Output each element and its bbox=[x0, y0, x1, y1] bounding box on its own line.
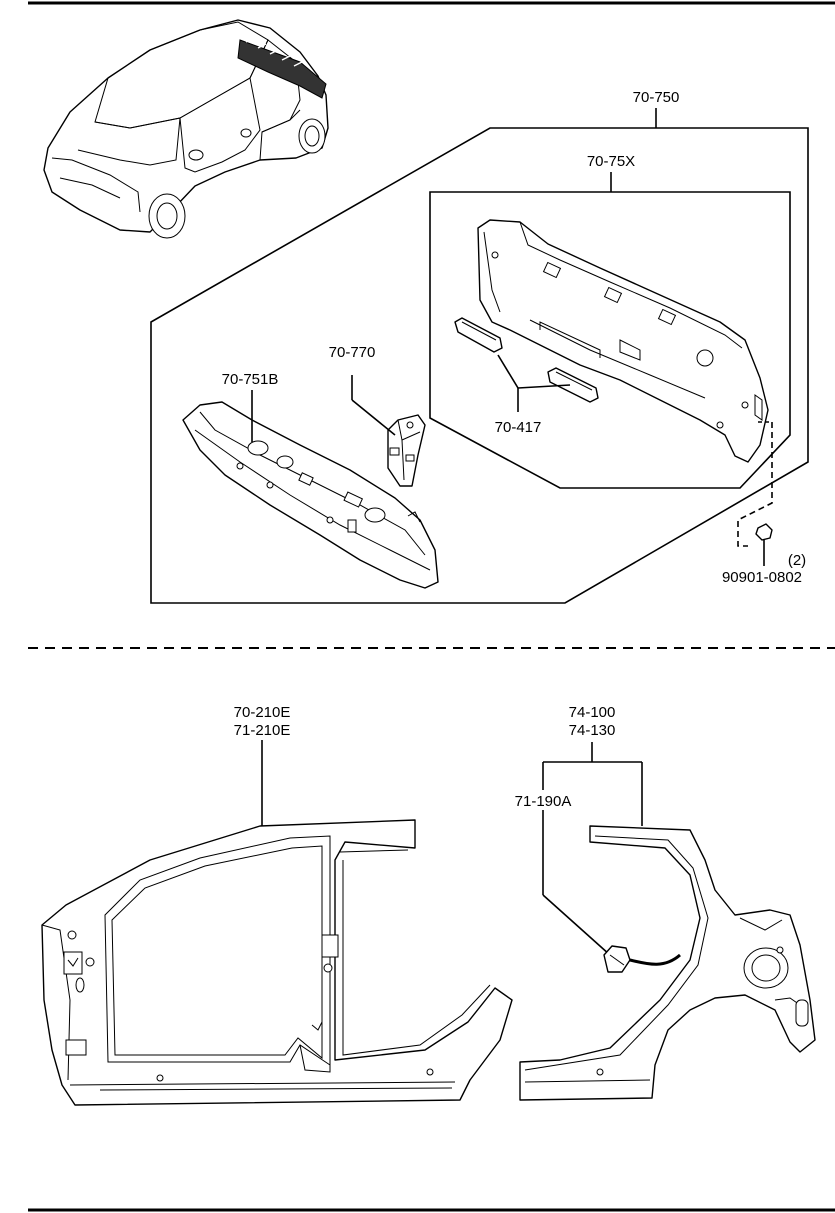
label-side-panel-2: 71-210E bbox=[234, 722, 291, 739]
reinforcement-part bbox=[182, 390, 439, 589]
label-gusset: 70-417 bbox=[495, 419, 542, 436]
fuel-lid-housing-part bbox=[603, 945, 681, 973]
car-overview bbox=[43, 19, 329, 239]
assembly-frame bbox=[150, 127, 809, 604]
label-fuel-lid-housing: 71-190A bbox=[515, 793, 572, 810]
label-clip-quantity: (2) bbox=[788, 552, 806, 569]
label-bracket: 70-770 bbox=[329, 344, 376, 361]
rear-fender-part bbox=[519, 825, 816, 1101]
label-reinforcement: 70-751B bbox=[222, 371, 279, 388]
label-rear-fender-1: 74-100 bbox=[569, 704, 616, 721]
label-rear-panel-assembly: 70-750 bbox=[633, 89, 680, 106]
side-panel-part bbox=[41, 819, 513, 1106]
label-clip: 90901-0802 bbox=[722, 569, 802, 586]
label-side-panel-1: 70-210E bbox=[234, 704, 291, 721]
subassembly-frame bbox=[429, 191, 791, 489]
bracket-part bbox=[351, 375, 426, 487]
gusset-parts bbox=[454, 317, 599, 412]
rear-panel-part bbox=[477, 219, 769, 463]
label-rear-panel: 70-75X bbox=[587, 153, 635, 170]
clip-part bbox=[737, 421, 773, 566]
label-rear-fender-2: 74-130 bbox=[569, 722, 616, 739]
